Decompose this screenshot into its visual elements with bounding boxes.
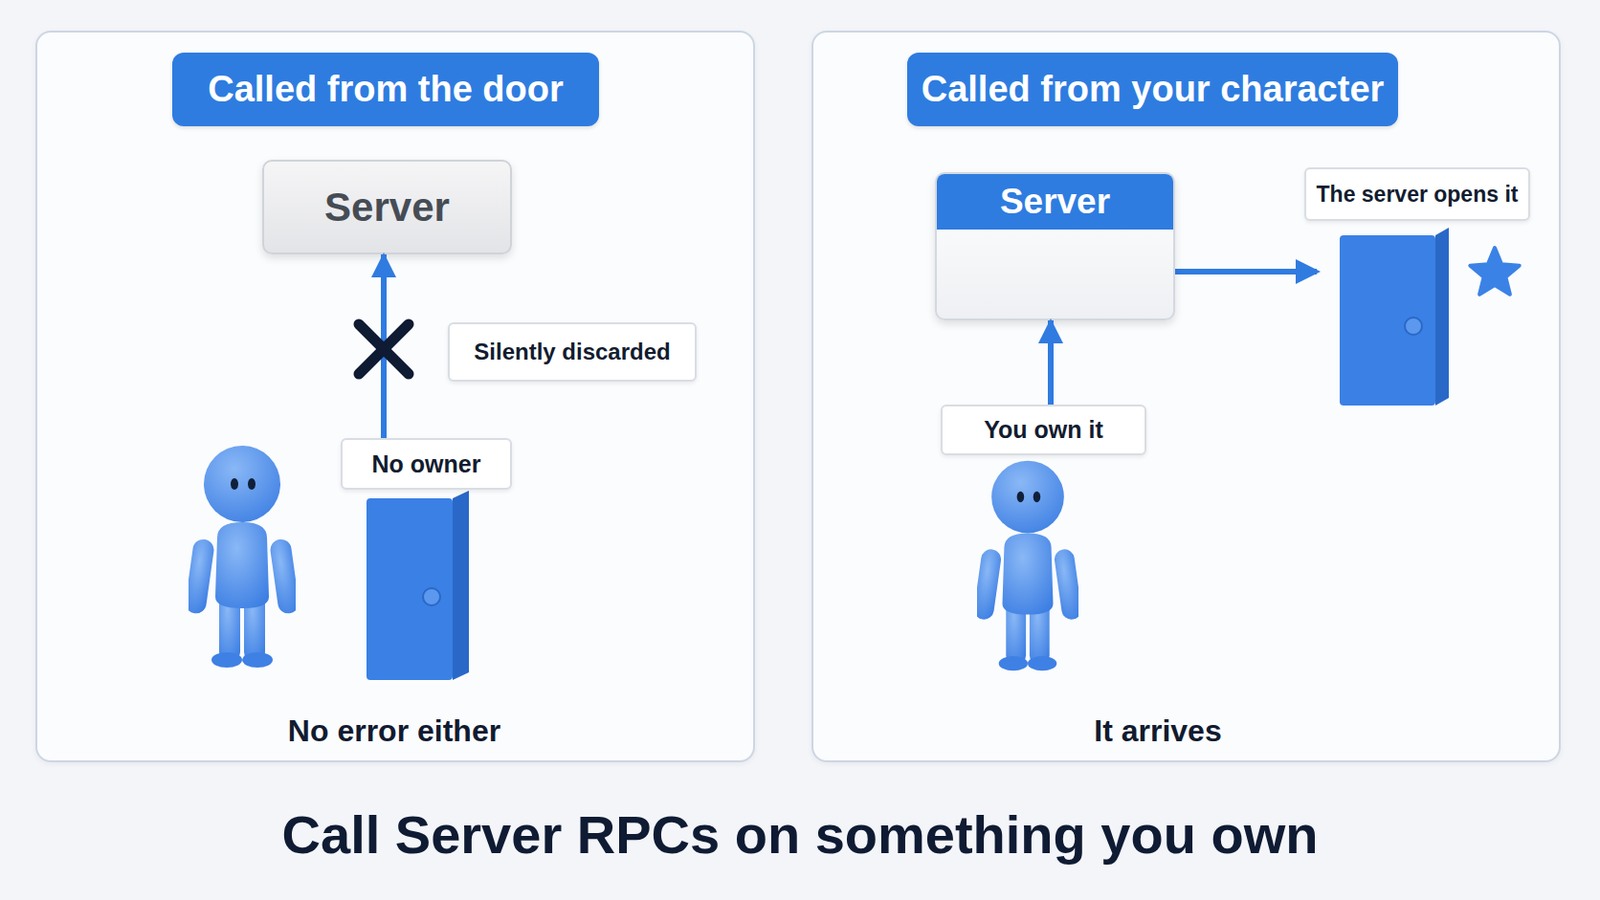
server-label: Server	[324, 184, 450, 231]
callout-text: Silently discarded	[473, 338, 670, 366]
server-box: Server	[262, 159, 512, 255]
callout-text: The server opens it	[1316, 181, 1519, 208]
door-front	[366, 498, 453, 681]
open-arrow	[1175, 268, 1317, 275]
server-label: Server	[936, 174, 1174, 230]
callout-box: Silently discarded	[447, 322, 697, 382]
panel-heading: Called from the door	[172, 52, 600, 127]
callout-box: No owner	[340, 438, 512, 490]
door-side	[1435, 227, 1449, 406]
callout-text: You own it	[983, 416, 1104, 445]
door-front	[1339, 235, 1436, 406]
panel-footer: It arrives	[918, 711, 1398, 751]
callout-text: No owner	[372, 450, 482, 479]
door-knob	[422, 588, 441, 606]
door-side	[452, 490, 469, 681]
callout-box: You own it	[940, 404, 1147, 456]
door-knob	[1404, 317, 1423, 335]
panel-heading: Called from your character	[907, 52, 1399, 127]
panel-footer: No error either	[155, 711, 634, 751]
server-box: Server	[934, 172, 1176, 321]
caption-text: Call Server RPCs on something you own	[0, 804, 1600, 867]
callout-box: The server opens it	[1304, 167, 1531, 222]
